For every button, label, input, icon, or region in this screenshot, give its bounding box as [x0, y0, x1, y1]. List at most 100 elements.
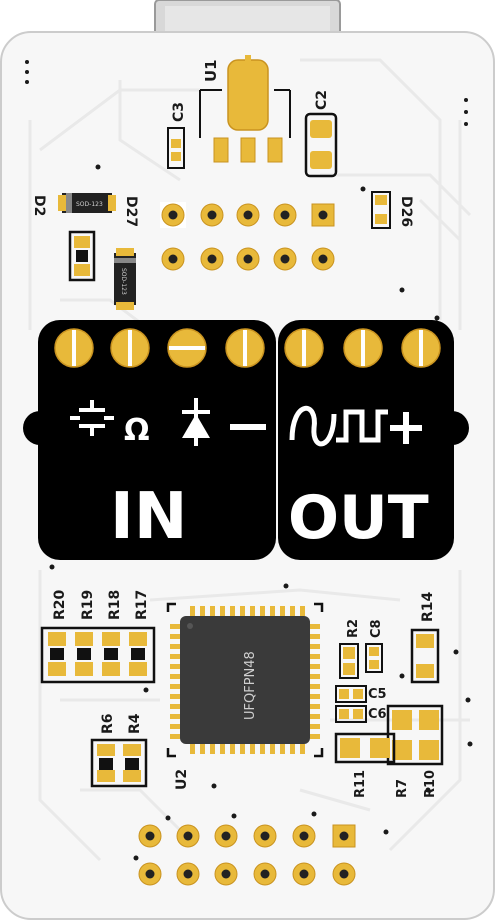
qfn-pad	[170, 634, 180, 639]
d27-label: D27	[123, 196, 139, 227]
qfn-pad	[170, 684, 180, 689]
qfn-pad	[250, 606, 255, 616]
qfn-pad	[240, 744, 245, 754]
ohm-icon: Ω	[124, 413, 150, 448]
qfn-pad	[230, 744, 235, 754]
c8-label: C8	[369, 619, 384, 638]
header-2x5	[160, 202, 335, 271]
d2-marking: SOD-123	[76, 201, 103, 208]
chip-package-label: UFQFPN48	[243, 651, 258, 720]
qfn-pad	[200, 744, 205, 754]
qfn-pad	[190, 606, 195, 616]
qfn-pad	[170, 654, 180, 659]
qfn-pad	[170, 674, 180, 679]
out-terminal-screws	[284, 328, 441, 368]
qfn-pad	[310, 634, 320, 639]
qfn-pad	[310, 704, 320, 709]
qfn-pad	[240, 606, 245, 616]
minus-icon	[230, 424, 266, 430]
qfn-pad	[220, 606, 225, 616]
c3-capacitor: C3	[167, 102, 187, 169]
r18-label: R18	[107, 590, 123, 620]
u2-microcontroller: UFQFPN48 U2	[166, 602, 324, 790]
qfn-pad	[270, 606, 275, 616]
r20-label: R20	[52, 589, 68, 620]
d27-diode: SOD-123 D27	[114, 196, 139, 310]
qfn-pad	[200, 606, 205, 616]
resistor-left-top	[68, 230, 96, 282]
diode-icon	[182, 398, 210, 446]
plus-icon	[390, 412, 422, 444]
traces	[28, 58, 472, 862]
out-terminal-block: OUT	[278, 320, 469, 560]
qfn-pad	[300, 606, 305, 616]
c2-label: C2	[314, 90, 330, 110]
qfn-pad	[210, 606, 215, 616]
r7-label: R7	[395, 779, 410, 798]
square-wave-icon	[336, 409, 388, 443]
qfn-pad	[220, 744, 225, 754]
qfn-pad	[170, 624, 180, 629]
sine-wave-icon	[289, 406, 337, 447]
u1-regulator: U1	[199, 55, 291, 163]
header-2x6-bottom	[138, 824, 356, 886]
c5-c6: C5 C6	[335, 685, 387, 723]
u2-label: U2	[174, 769, 190, 790]
r14-resistor: R14	[410, 591, 440, 684]
qfn-pad	[170, 704, 180, 709]
d2-diode: SOD-123 D2	[31, 193, 116, 216]
qfn-pad	[170, 664, 180, 669]
d26-label: D26	[398, 196, 414, 227]
qfn-pad	[280, 606, 285, 616]
resistors-r4-r6: R6 R4	[90, 713, 148, 788]
d26-diode: D26	[371, 191, 414, 229]
qfn-pad	[170, 694, 180, 699]
qfn-pad	[170, 714, 180, 719]
qfn-pad	[290, 744, 295, 754]
qfn-pad	[230, 606, 235, 616]
qfn-pad	[310, 714, 320, 719]
d27-marking: SOD-123	[120, 268, 127, 295]
qfn-pad	[260, 744, 265, 754]
qfn-pad	[170, 734, 180, 739]
qfn-pad	[290, 606, 295, 616]
qfn-pad	[310, 664, 320, 669]
in-title: IN	[110, 480, 187, 554]
qfn-pad	[310, 684, 320, 689]
qfn-pad	[310, 654, 320, 659]
r2-label: R2	[346, 619, 361, 638]
qfn-pad	[310, 674, 320, 679]
r11-label: R11	[353, 770, 368, 798]
r19-label: R19	[80, 590, 96, 620]
qfn-pad	[310, 694, 320, 699]
r2-c8: R2 C8	[339, 619, 384, 679]
c3-label: C3	[171, 102, 187, 122]
qfn-pad	[310, 734, 320, 739]
in-terminal-block: Ω IN	[23, 320, 276, 560]
qfn-pad	[310, 724, 320, 729]
c6-label: C6	[368, 707, 387, 722]
qfn-pad	[210, 744, 215, 754]
capacitor-icon	[70, 400, 114, 436]
out-title: OUT	[288, 483, 429, 553]
qfn-pad	[170, 644, 180, 649]
c5-label: C5	[368, 687, 387, 702]
qfn-pad	[260, 606, 265, 616]
r4-label: R4	[127, 713, 143, 734]
r10-label: R10	[423, 770, 438, 798]
c2-capacitor: C2	[304, 90, 338, 178]
qfn-pad	[300, 744, 305, 754]
qfn-pad	[280, 744, 285, 754]
qfn-pad	[250, 744, 255, 754]
in-terminal-screws	[54, 328, 265, 368]
qfn-pad	[310, 644, 320, 649]
r7-r10: R7 R10	[386, 704, 444, 798]
r17-label: R17	[134, 590, 150, 620]
r6-label: R6	[100, 713, 116, 734]
d2-label: D2	[31, 195, 47, 216]
r11-resistor: R11	[334, 732, 396, 798]
qfn-pad	[170, 724, 180, 729]
qfn-pad	[310, 624, 320, 629]
u1-label: U1	[202, 59, 220, 82]
